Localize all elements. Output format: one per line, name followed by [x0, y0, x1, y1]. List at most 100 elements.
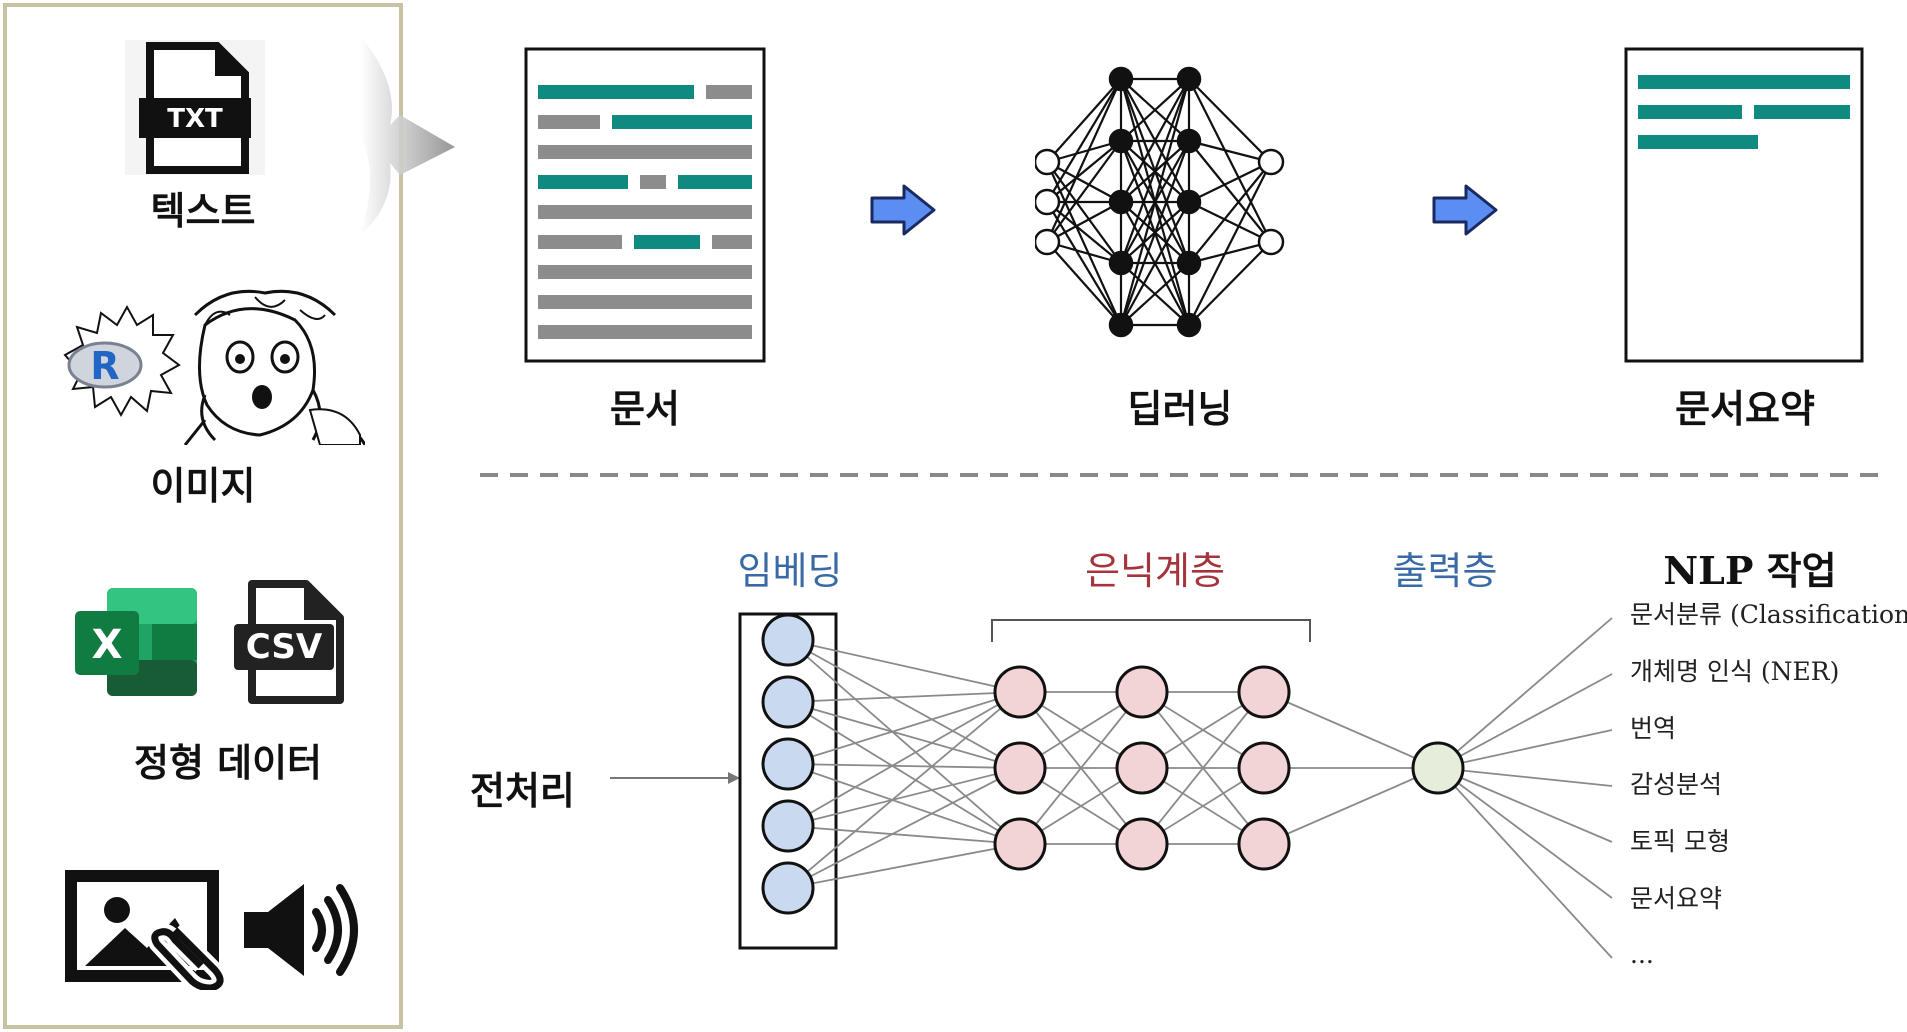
- dl-connection: [1119, 140, 1191, 326]
- nn-connection: [787, 691, 1021, 765]
- embedding-node: [761, 799, 815, 853]
- hidden-node: [1237, 741, 1291, 795]
- hidden-node: [993, 817, 1047, 871]
- dl-connection: [1188, 161, 1272, 326]
- task-connection: [1437, 617, 1613, 769]
- hidden-node: [1115, 665, 1169, 719]
- nlp-task-item: 개체명 인식 (NER): [1630, 657, 1840, 686]
- nn-connection: [787, 639, 1021, 769]
- arrow-head-icon: [728, 772, 740, 784]
- nn-connection: [787, 767, 1021, 827]
- nn-connection: [787, 691, 1021, 703]
- dl-node: [1108, 312, 1134, 338]
- nlp-task-item: 문서요약: [1630, 884, 1723, 913]
- csv-file-icon: CSV: [234, 580, 344, 704]
- dl-node: [1108, 250, 1134, 276]
- summary-label: 문서요약: [1675, 387, 1815, 431]
- dl-connection: [1119, 78, 1191, 326]
- arrow-right-icon: [870, 184, 936, 236]
- text-label: 텍스트: [150, 189, 256, 233]
- dl-connection: [1188, 139, 1272, 164]
- r-logo-letter: R: [90, 344, 119, 388]
- dl-node: [1108, 189, 1134, 215]
- hidden-node: [993, 741, 1047, 795]
- structured-data-label: 정형 데이터: [133, 741, 323, 785]
- nlp-task-item: 문서분류 (Classification): [1630, 600, 1907, 629]
- dl-node: [1257, 148, 1285, 176]
- nn-connection: [1263, 767, 1439, 845]
- nn-connection: [787, 691, 1021, 827]
- dl-connection: [1046, 78, 1122, 203]
- dl-connection: [1188, 240, 1272, 265]
- section-divider: [480, 473, 1890, 477]
- hidden-node: [1115, 741, 1169, 795]
- embedding-node: [761, 861, 815, 915]
- nn-connection: [787, 701, 1021, 845]
- hidden-layer-header: 은닉계층: [1085, 549, 1225, 593]
- dl-node: [1108, 128, 1134, 154]
- dl-connection: [1120, 78, 1190, 142]
- dl-connection: [1119, 78, 1191, 264]
- nn-connection: [787, 639, 1021, 845]
- nn-connection: [787, 701, 1021, 769]
- hidden-node: [1237, 665, 1291, 719]
- dl-connection: [1046, 201, 1122, 326]
- task-connection: [1437, 729, 1613, 769]
- document-label: 문서: [610, 387, 680, 431]
- nn-connection: [787, 843, 1021, 889]
- dl-node: [1176, 189, 1202, 215]
- r-logo-icon: [67, 341, 143, 389]
- task-connection: [1437, 767, 1613, 899]
- dl-connection: [1188, 161, 1272, 264]
- dl-node: [1035, 228, 1061, 256]
- output-layer-header: 출력층: [1392, 549, 1498, 593]
- preprocess-label: 전처리: [470, 769, 575, 813]
- dl-connection: [1046, 201, 1122, 243]
- dl-connection: [1188, 201, 1272, 243]
- summary-document-icon: [1624, 47, 1864, 363]
- dl-node: [1108, 66, 1134, 92]
- nlp-task-item: 토픽 모형: [1630, 827, 1730, 856]
- arrow-right-icon: [1432, 184, 1498, 236]
- speaker-icon: [244, 884, 358, 976]
- nlp-task-item: 감성분석: [1630, 770, 1723, 799]
- nlp-task-item: 번역: [1630, 714, 1677, 743]
- embedding-node: [761, 737, 815, 791]
- nn-connection: [1141, 691, 1265, 845]
- document-icon: [524, 47, 766, 363]
- dl-connection: [1046, 161, 1122, 264]
- hidden-node: [1237, 817, 1291, 871]
- neural-network-diagram: [610, 612, 1613, 959]
- nn-connection: [787, 825, 1021, 845]
- dl-connection: [1120, 201, 1190, 326]
- csv-icon-text: CSV: [246, 627, 323, 667]
- dl-connection: [1046, 201, 1122, 264]
- nlp-task-item: ...: [1630, 940, 1654, 969]
- dl-node: [1035, 188, 1061, 216]
- output-node: [1411, 741, 1465, 795]
- nn-connection: [787, 763, 1021, 769]
- hidden-node: [1115, 817, 1169, 871]
- dl-connection: [1120, 262, 1190, 326]
- dl-connection: [1046, 140, 1122, 203]
- dl-connection: [1188, 241, 1272, 326]
- dl-connection: [1045, 161, 1123, 326]
- hidden-node: [993, 665, 1047, 719]
- nn-connection: [787, 639, 1021, 693]
- dl-connection: [1046, 241, 1122, 326]
- dl-connection: [1120, 78, 1190, 203]
- embedding-header: 임베딩: [737, 549, 843, 593]
- task-connection: [1437, 767, 1613, 787]
- embedding-node: [761, 613, 815, 667]
- dl-node: [1035, 148, 1061, 176]
- excel-icon: X: [75, 588, 197, 696]
- dl-node: [1176, 66, 1202, 92]
- image-icon: [65, 870, 229, 990]
- dl-connection: [1188, 140, 1272, 243]
- deep-learning-label: 딥러닝: [1127, 387, 1233, 431]
- nn-connection: [1263, 691, 1439, 769]
- nn-connection: [787, 763, 1021, 845]
- txt-icon-text: TXT: [167, 104, 223, 134]
- nlp-tasks-header: NLP 작업: [1663, 548, 1837, 593]
- hidden-layer-bracket: [991, 619, 1311, 642]
